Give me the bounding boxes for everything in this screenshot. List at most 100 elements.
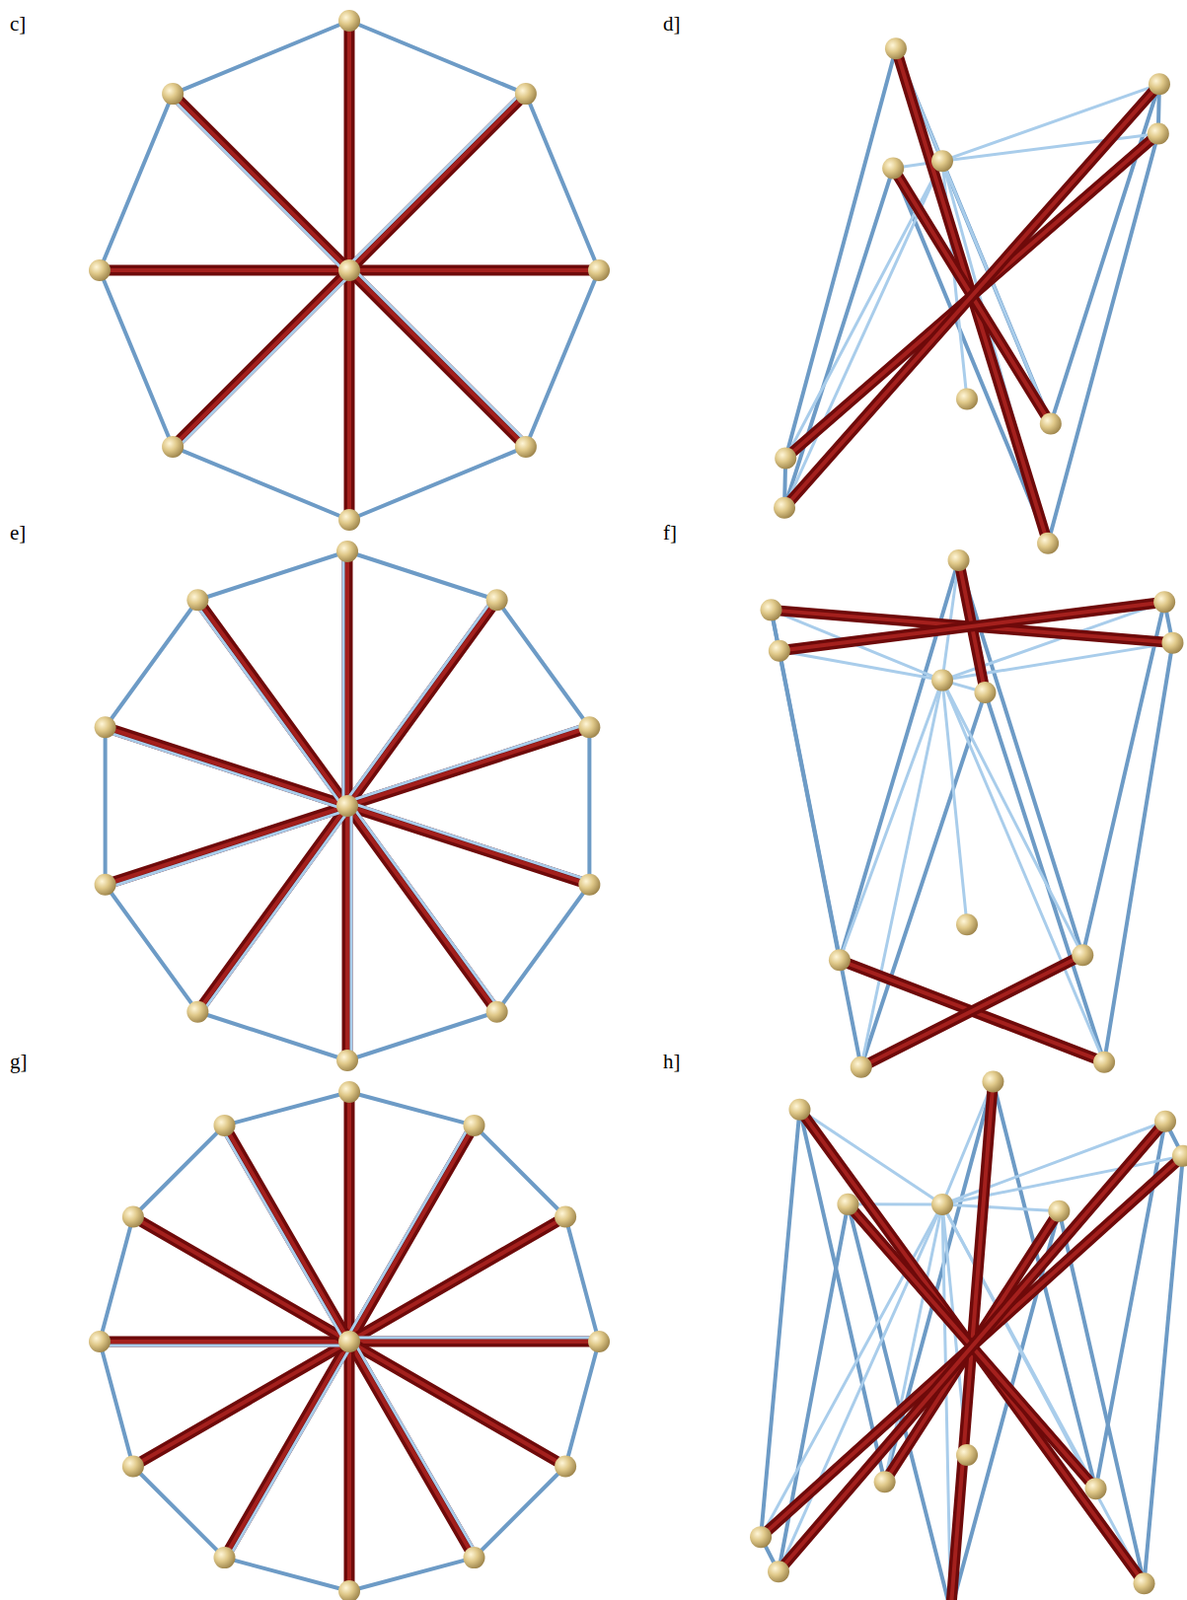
- cable: [525, 270, 599, 447]
- node-ball: [338, 9, 361, 32]
- node-ball: [186, 1001, 209, 1024]
- strut-highlight: [345, 806, 350, 1061]
- strut: [349, 270, 526, 447]
- node-ball: [788, 1099, 811, 1121]
- node-ball: [885, 37, 907, 60]
- node-ball: [122, 1206, 145, 1229]
- strut-highlight: [197, 806, 348, 1013]
- node-ball: [931, 669, 954, 692]
- strut-highlight: [347, 20, 352, 271]
- cable: [346, 1123, 472, 1340]
- node-ball: [1071, 944, 1094, 966]
- cable: [349, 446, 526, 520]
- node-ball: [1039, 413, 1062, 436]
- cable: [201, 808, 352, 1015]
- cable: [784, 167, 893, 508]
- node-ball: [1148, 73, 1171, 95]
- cable: [227, 1343, 354, 1560]
- cable: [99, 1341, 134, 1468]
- strut: [99, 1336, 350, 1348]
- strut: [172, 93, 350, 271]
- cable: [799, 1110, 943, 1205]
- cable: [197, 551, 348, 600]
- cable: [497, 885, 591, 1013]
- strut-highlight: [105, 806, 348, 886]
- strut-highlight: [347, 806, 498, 1013]
- node-ball: [554, 1456, 577, 1479]
- strut: [347, 806, 590, 886]
- node-ball: [1147, 123, 1170, 146]
- node-ball: [214, 1547, 236, 1569]
- node-ball: [774, 446, 797, 469]
- node-ball: [836, 1193, 859, 1216]
- cable: [347, 1012, 498, 1061]
- cable: [224, 1557, 351, 1592]
- cable: [778, 1204, 943, 1572]
- strut: [349, 93, 526, 271]
- cable: [172, 446, 350, 520]
- cable: [221, 1127, 346, 1344]
- strut: [342, 806, 354, 1061]
- node-ball: [768, 640, 791, 663]
- strut: [347, 806, 498, 1013]
- cable: [771, 609, 840, 961]
- cable: [349, 20, 526, 94]
- node-ball: [338, 1580, 361, 1600]
- strut: [224, 1125, 351, 1342]
- cable: [942, 680, 967, 926]
- strut-highlight: [347, 727, 590, 807]
- cable: [99, 1344, 350, 1348]
- strut-highlight: [345, 551, 350, 807]
- cable: [350, 804, 501, 1011]
- strut-highlight: [349, 1339, 599, 1344]
- node-ball: [161, 436, 184, 458]
- node-ball: [1093, 1051, 1115, 1074]
- strut-highlight: [105, 727, 348, 807]
- strut: [344, 1341, 356, 1592]
- cable: [194, 602, 345, 810]
- cable: [565, 1341, 599, 1468]
- node-ball: [956, 388, 978, 411]
- node-ball: [336, 1049, 359, 1072]
- node-ball: [186, 589, 209, 611]
- cable: [99, 93, 173, 271]
- cable: [760, 1110, 800, 1538]
- cable: [984, 692, 1105, 1063]
- strut: [344, 20, 356, 271]
- strut-highlight: [99, 1339, 350, 1344]
- node-ball: [1154, 1111, 1177, 1133]
- cable: [347, 551, 498, 600]
- cable: [103, 727, 108, 885]
- strut-highlight: [349, 93, 526, 271]
- cable: [342, 551, 346, 807]
- node-ball: [554, 1206, 577, 1229]
- strut: [861, 955, 1084, 1068]
- strut-highlight: [349, 1341, 475, 1558]
- cable: [352, 267, 529, 445]
- node-ball: [214, 1114, 236, 1137]
- node-ball: [486, 589, 509, 611]
- node-ball: [760, 598, 783, 621]
- strut: [784, 83, 1160, 508]
- cable: [779, 651, 943, 681]
- cable: [133, 1125, 225, 1218]
- panel-label: c]: [9, 11, 26, 37]
- cable: [474, 1467, 567, 1559]
- cable: [106, 810, 349, 890]
- cable: [349, 1092, 475, 1126]
- cable: [587, 727, 592, 885]
- strut: [342, 551, 354, 807]
- cable: [861, 680, 943, 1068]
- node-ball: [882, 156, 904, 179]
- node-ball: [338, 509, 361, 531]
- node-ball: [948, 549, 970, 572]
- strut: [105, 806, 348, 886]
- strut-highlight: [861, 955, 1084, 1068]
- cable: [172, 20, 350, 94]
- node-ball: [338, 259, 361, 282]
- node-ball: [1085, 1478, 1108, 1500]
- strut-highlight: [779, 601, 1165, 652]
- cable: [175, 273, 353, 450]
- cable: [352, 1339, 478, 1557]
